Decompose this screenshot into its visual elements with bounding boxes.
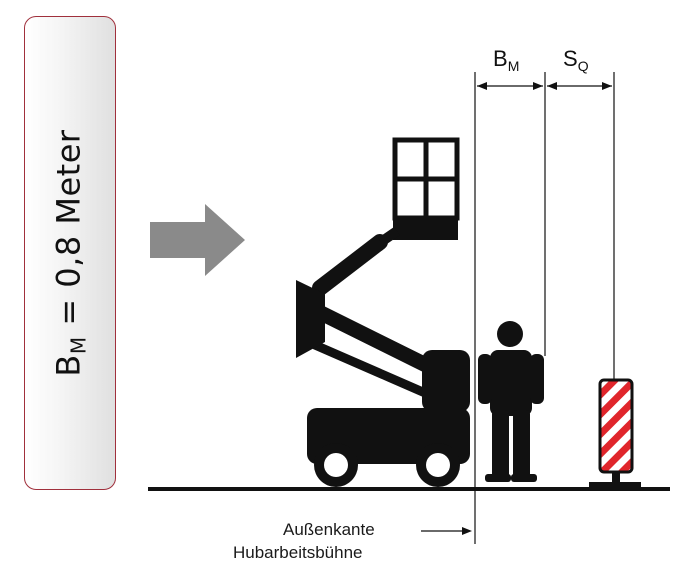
caption-line-2: Hubarbeitsbühne — [233, 543, 363, 562]
caption-line-1: Außenkante — [283, 520, 375, 539]
warning-beacon-icon — [589, 378, 641, 488]
worker-person-icon — [478, 321, 544, 482]
dimension-label-bm: BM — [493, 46, 520, 74]
aerial-work-platform-icon — [296, 137, 470, 487]
dimension-lines — [421, 72, 615, 544]
ground-line — [148, 487, 670, 491]
direction-arrow-icon — [150, 204, 245, 276]
width-label-box: BM = 0,8 Meter — [24, 16, 116, 490]
dimension-label-sq: SQ — [563, 46, 589, 74]
